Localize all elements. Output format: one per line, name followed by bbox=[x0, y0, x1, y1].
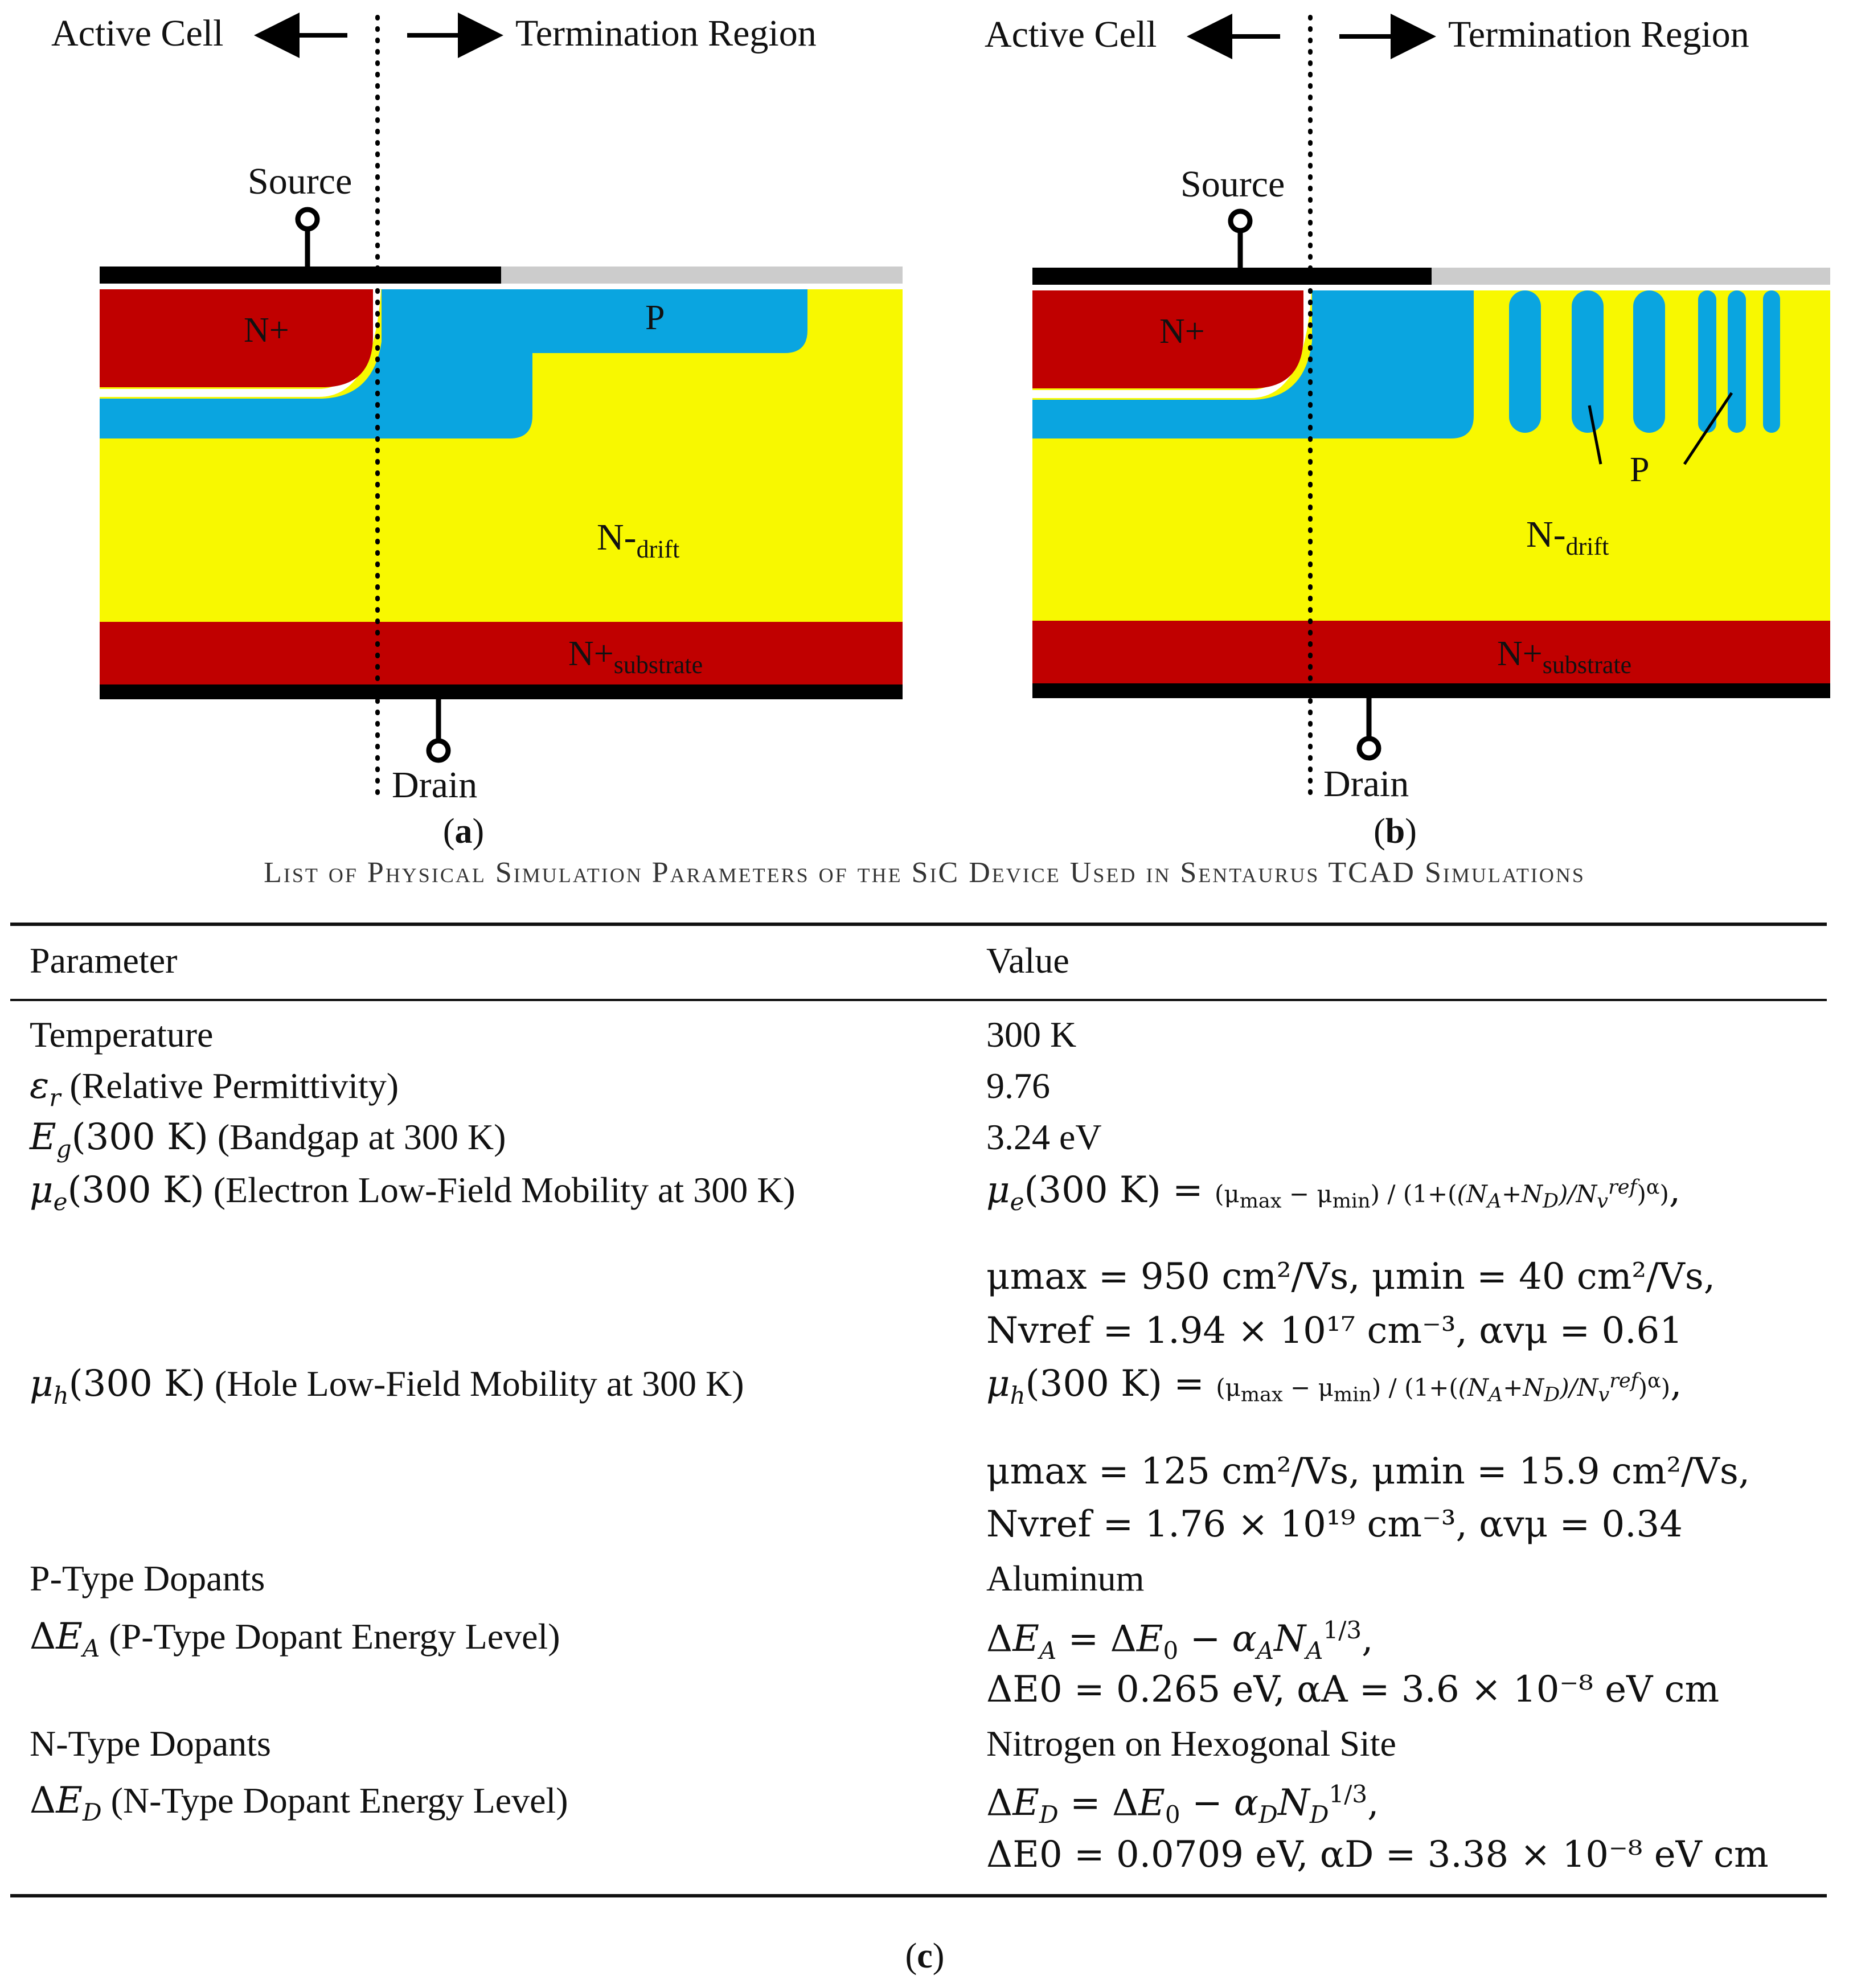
p-guard-ring bbox=[1633, 290, 1665, 433]
p-guard-ring bbox=[1509, 290, 1541, 433]
n-plus-region bbox=[1032, 290, 1303, 388]
header-parameter: Parameter bbox=[30, 940, 178, 981]
row-temperature-value: 300 K bbox=[986, 1014, 1077, 1055]
source-metal bbox=[100, 267, 501, 284]
row-temperature-param: Temperature bbox=[30, 1014, 214, 1055]
drain-metal bbox=[1032, 683, 1830, 698]
row-hole-mobility-line3: Nvref = 1.76 × 10¹⁹ cm⁻³, αvμ = 0.34 bbox=[986, 1503, 1683, 1546]
drain-terminal bbox=[426, 738, 451, 763]
row-ntype-param: N-Type Dopants bbox=[30, 1723, 271, 1764]
active-cell-label: Active Cell bbox=[985, 14, 1157, 55]
row-hole-mobility-line2: μmax = 125 cm²/Vs, μmin = 15.9 cm²/Vs, bbox=[986, 1450, 1750, 1493]
row-electron-mobility-formula: μe(300 K) = (μmax − μmin) / (1+((NA+ND)/… bbox=[986, 1169, 1681, 1216]
p-pointer-line bbox=[1683, 392, 1733, 465]
panel-label-a: (a) bbox=[442, 812, 485, 851]
source-label: Source bbox=[1180, 163, 1285, 205]
table-top-rule bbox=[10, 923, 1827, 926]
drain-label: Drain bbox=[392, 764, 477, 806]
active-cell-label: Active Cell bbox=[51, 13, 223, 54]
table-bottom-rule bbox=[10, 1894, 1827, 1897]
table-caption: List of Physical Simulation Parameters o… bbox=[264, 856, 1585, 889]
source-metal bbox=[1032, 268, 1432, 285]
n-plus-label: N+ bbox=[1159, 312, 1205, 351]
device-cross-section-b: Active Cell Termination Region Source N+… bbox=[985, 14, 1830, 805]
oxide-layer bbox=[501, 267, 903, 284]
device-cross-section-a: Active Cell Termination Region Source N+… bbox=[51, 13, 903, 806]
row-ntype-value: Nitrogen on Hexogonal Site bbox=[986, 1723, 1396, 1764]
row-dea-line2: ΔE0 = 0.265 eV, αA = 3.6 × 10⁻⁸ eV cm bbox=[986, 1669, 1720, 1711]
row-hole-mobility-formula: μh(300 K) = (μmax − μmin) / (1+((NA+ND)/… bbox=[986, 1363, 1682, 1409]
p-guard-ring bbox=[1698, 290, 1716, 433]
row-ptype-param: P-Type Dopants bbox=[30, 1558, 265, 1598]
row-bandgap-value: 3.24 eV bbox=[986, 1117, 1102, 1157]
p-well bbox=[1032, 290, 1474, 438]
p-pointer-line bbox=[1588, 405, 1602, 465]
row-permittivity-param: εr (Relative Permittivity) bbox=[30, 1065, 399, 1112]
source-terminal bbox=[295, 207, 320, 232]
termination-region-label: Termination Region bbox=[1448, 14, 1749, 55]
row-electron-mobility-line2: μmax = 950 cm²/Vs, μmin = 40 cm²/Vs, bbox=[986, 1256, 1716, 1298]
drain-label: Drain bbox=[1323, 763, 1409, 805]
oxide-layer bbox=[1432, 268, 1830, 285]
drift-label: N-drift bbox=[597, 517, 679, 563]
drift-label: N-drift bbox=[1526, 514, 1609, 560]
n-plus-region bbox=[100, 289, 373, 387]
row-bandgap-param: Eg(300 K) (Bandgap at 300 K) bbox=[30, 1116, 506, 1163]
row-dea-formula: ΔEA = ΔE0 − αANA1/3, bbox=[986, 1616, 1374, 1665]
source-label: Source bbox=[248, 161, 352, 202]
row-electron-mobility-line3: Nvref = 1.94 × 10¹⁷ cm⁻³, αvμ = 0.61 bbox=[986, 1310, 1683, 1352]
n-plus-substrate bbox=[1032, 621, 1830, 683]
panel-label-c: (c) bbox=[905, 1937, 945, 1975]
row-ded-line2: ΔE0 = 0.0709 eV, αD = 3.38 × 10⁻⁸ eV cm bbox=[986, 1834, 1769, 1876]
n-plus-substrate bbox=[100, 622, 903, 684]
p-guard-ring bbox=[1728, 290, 1746, 433]
header-value: Value bbox=[986, 940, 1069, 981]
row-electron-mobility-param: μe(300 K) (Electron Low-Field Mobility a… bbox=[30, 1169, 796, 1216]
table-header-rule bbox=[10, 999, 1827, 1001]
p-guard-ring bbox=[1572, 290, 1604, 433]
termination-region-label: Termination Region bbox=[515, 13, 817, 54]
source-terminal bbox=[1228, 208, 1253, 233]
p-well bbox=[100, 289, 807, 438]
n-plus-label: N+ bbox=[244, 311, 289, 350]
row-hole-mobility-param: μh(300 K) (Hole Low-Field Mobility at 30… bbox=[30, 1363, 744, 1409]
row-ded-param: ΔED (N-Type Dopant Energy Level) bbox=[30, 1780, 568, 1826]
p-label: P bbox=[645, 298, 665, 337]
row-ded-formula: ΔED = ΔE0 − αDND1/3, bbox=[986, 1780, 1379, 1829]
substrate-label: N+substrate bbox=[568, 634, 703, 679]
row-ptype-value: Aluminum bbox=[986, 1558, 1145, 1598]
row-dea-param: ΔEA (P-Type Dopant Energy Level) bbox=[30, 1616, 560, 1662]
drain-metal bbox=[100, 684, 903, 699]
panel-label-b: (b) bbox=[1374, 812, 1417, 851]
p-guard-ring bbox=[1763, 290, 1780, 433]
substrate-label: N+substrate bbox=[1497, 634, 1631, 679]
drain-terminal bbox=[1356, 736, 1381, 761]
p-label: P bbox=[1630, 450, 1649, 489]
row-permittivity-value: 9.76 bbox=[986, 1065, 1050, 1106]
